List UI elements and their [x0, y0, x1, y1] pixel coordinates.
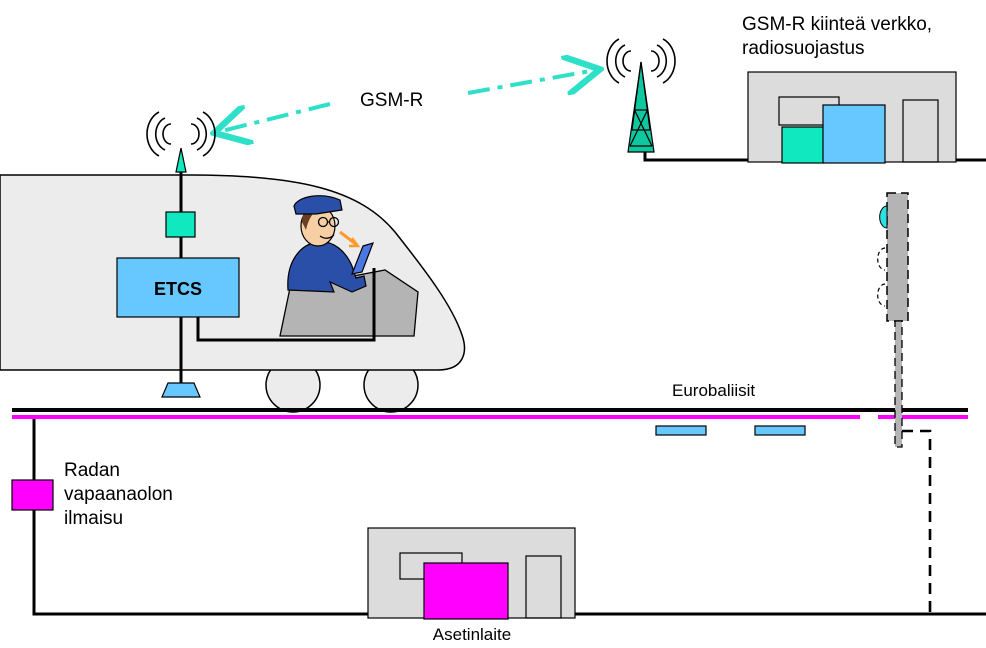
driver-icon	[287, 195, 367, 293]
eurobalise-2	[754, 425, 806, 436]
onboard-antenna-icon	[175, 147, 187, 173]
signal-lamp-middle-icon	[877, 247, 886, 271]
track-detection-unit	[11, 479, 54, 511]
signal-head	[886, 192, 909, 322]
etcs-unit	[116, 257, 240, 318]
trackside-signal	[877, 192, 932, 614]
driver-mouth	[319, 234, 335, 239]
radio-waves-icon	[606, 38, 676, 84]
track-detection-label-line1: Radan	[64, 460, 120, 481]
balise-antenna-icon	[161, 382, 201, 398]
driver-cap	[293, 195, 343, 215]
track-detection-label-line3: ilmaisu	[64, 508, 123, 529]
signal-post	[894, 320, 903, 448]
gsmr-radio-unit	[165, 211, 196, 238]
train-wheels	[265, 357, 419, 413]
interlocking-building: Asetinlaite	[367, 527, 576, 644]
signal-lamp-bottom-icon	[877, 283, 886, 307]
detection-to-interlocking-cable	[32, 510, 986, 616]
onboard-radio-waves-icon	[146, 111, 216, 157]
interlocking-cabinet	[423, 562, 509, 620]
gsmr-link-label: GSM-R	[360, 90, 423, 111]
gsmr-link: GSM-R	[218, 70, 596, 132]
interlocking-door	[525, 555, 562, 619]
track-detection-label-line2: vapaanaolon	[64, 484, 173, 505]
gsmr-cabinet-teal	[781, 126, 825, 164]
interlocking-label: Asetinlaite	[433, 625, 511, 644]
eurobalise-1	[655, 425, 707, 436]
etcs-label: ETCS	[154, 279, 202, 299]
dmi-screen-icon	[351, 242, 374, 275]
signal-cable-dashed	[902, 429, 932, 614]
etcs-to-dmi-cable	[196, 268, 376, 342]
gsmr-network-building: GSM-R kiinteä verkko, radiosuojastus	[742, 14, 957, 164]
eurobalises: Eurobaliisit	[655, 381, 806, 436]
gsmr-network-label-line1: GSM-R kiinteä verkko,	[742, 14, 932, 35]
gsmr-building-door	[902, 99, 939, 163]
mast-tower-icon	[627, 61, 655, 153]
track-vacancy-detection: Radan vapaanaolon ilmaisu	[11, 419, 986, 616]
track	[12, 408, 968, 419]
driver-glasses-icon	[317, 216, 340, 228]
gsmr-network-label-line2: radiosuojastus	[742, 38, 865, 59]
gsmr-link-right-segment	[467, 70, 596, 93]
gsmr-link-left-segment	[218, 102, 331, 132]
signal-lamp-top-icon	[879, 205, 888, 229]
driver-body	[287, 241, 367, 293]
train: ETCS	[0, 111, 466, 413]
driver-view-arrowhead	[349, 237, 361, 248]
eurobalises-label: Eurobaliisit	[672, 381, 755, 400]
gsmr-cabinet-blue	[822, 104, 886, 164]
